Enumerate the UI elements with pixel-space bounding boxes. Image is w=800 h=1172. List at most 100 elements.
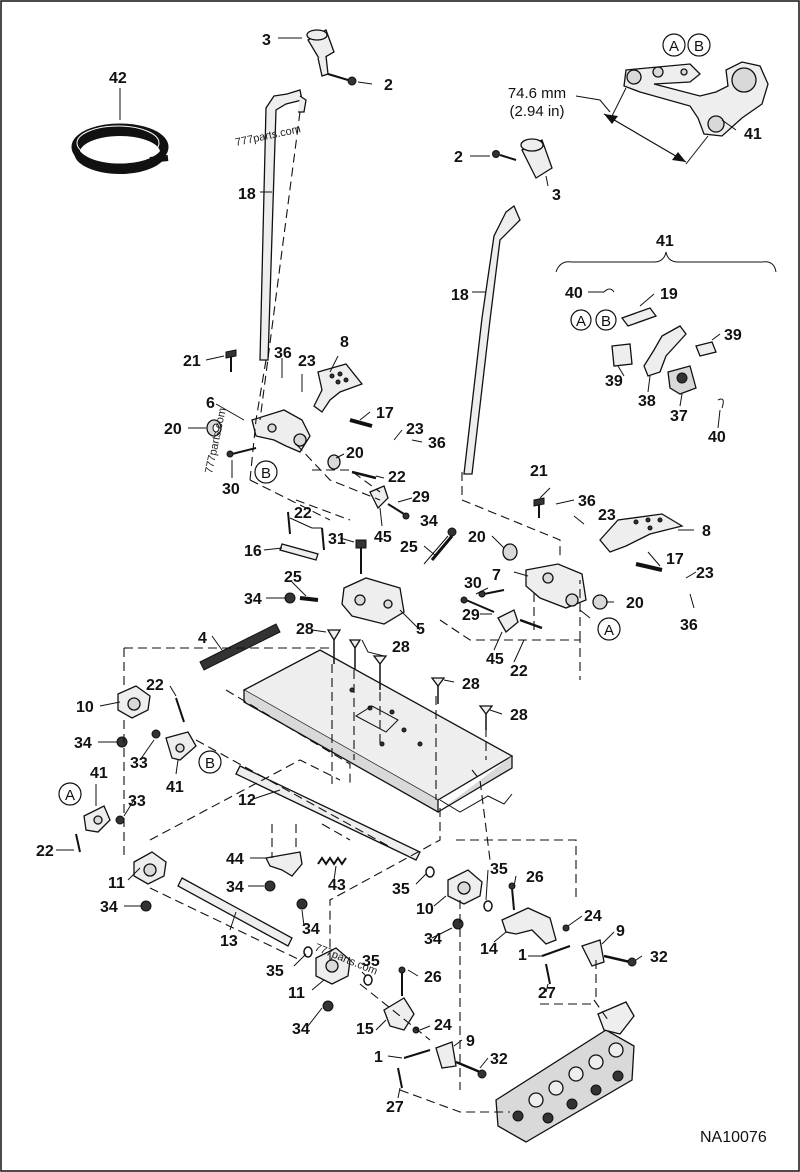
pin-part-39-lower[interactable] [611,343,633,367]
hydraulic-valve-block[interactable] [495,1001,635,1143]
washer-part-24-b[interactable] [412,1026,420,1034]
bolt-part-30-left[interactable] [226,447,257,458]
screw-part-2-right[interactable] [492,150,517,161]
callout-1-b: 1 [374,1049,383,1066]
lever-bracket-part-6[interactable] [251,409,311,453]
bolt-part-30-right[interactable] [478,589,505,598]
callout-36-right: 36 [680,617,698,634]
linkage-part-41-lower[interactable] [83,805,111,833]
bolt-part-26-b[interactable] [398,966,406,996]
left-handle-rod-part-18[interactable] [259,89,307,361]
valve-bracket-part-5[interactable] [341,577,405,625]
pin-part-27-a[interactable] [545,963,551,985]
bolt-part-32-a[interactable] [603,954,637,967]
nut-part-34-f[interactable] [322,1000,334,1012]
watermark-left: 777parts.com [203,407,229,475]
nut-part-34-e[interactable] [452,918,464,930]
pin-part-27-b[interactable] [397,1067,403,1089]
clip-part-40-upper[interactable] [603,288,615,293]
stud-part-28-b[interactable] [348,639,362,670]
linkage-detail-top-right[interactable] [623,61,769,137]
shaft-part-16[interactable] [279,511,325,561]
pin-part-22-b[interactable] [75,833,81,853]
nut-part-34-c[interactable] [264,880,276,892]
callout-27-b: 27 [386,1099,404,1116]
bushing-part-20-right-b[interactable] [592,594,608,610]
foot-pedal-part-8-right[interactable] [599,513,684,553]
callout-9-a: 9 [616,923,625,940]
lever-bracket-part-7[interactable] [525,563,587,609]
bolt-part-21-left[interactable] [225,349,237,372]
mounting-plate[interactable] [242,649,514,814]
left-handle-grip-part-3[interactable] [306,29,335,77]
right-handle-rod-part-18[interactable] [463,204,521,475]
linkage-part-45-lower[interactable] [497,609,519,633]
clip-part-40-lower[interactable] [717,398,724,409]
pin-part-22-upper[interactable] [351,470,377,480]
hose-coil-part-42[interactable] [71,123,169,174]
nut-part-34-a[interactable] [116,736,128,748]
pin-part-1-a[interactable] [541,945,571,957]
nut-part-34-left[interactable] [284,592,296,604]
shaft-part-12[interactable] [235,765,421,861]
linkage-part-45-upper[interactable] [369,485,389,510]
pin-part-22-a[interactable] [175,697,185,723]
nut-part-33-a[interactable] [151,729,161,739]
callout-41-brace: 41 [656,233,674,250]
washer-part-35-a[interactable] [425,866,435,878]
pin-part-17-right[interactable] [635,562,663,572]
shaft-part-13[interactable] [177,877,293,947]
washer-part-24-a[interactable] [562,924,570,932]
pillow-block-part-11-right[interactable] [315,947,351,985]
pin-part-17-left[interactable] [349,418,373,428]
bushing-part-20-left-a[interactable] [206,419,222,437]
bushing-part-20-left-b[interactable] [327,454,341,470]
pin-part-1-b[interactable] [403,1049,431,1059]
pin-part-39-upper[interactable] [695,341,717,357]
clevis-part-9-b[interactable] [435,1041,457,1069]
lever-part-14[interactable] [501,907,557,945]
pillow-block-part-10-left[interactable] [117,685,151,719]
pillow-block-part-10-right[interactable] [447,869,483,905]
nut-part-34-b[interactable] [140,900,152,912]
callout-34-left: 34 [244,591,262,608]
pivot-arm-part-38[interactable] [643,325,687,377]
spring-part-43[interactable] [317,856,347,866]
screw-part-2-left[interactable] [327,73,357,86]
foot-pedal-part-8-left[interactable] [313,363,364,413]
nut-part-33-b[interactable] [115,815,125,825]
callout-3-left: 3 [262,32,271,49]
washer-part-35-b[interactable] [483,900,493,912]
callout-23-right: 23 [696,565,714,582]
lever-part-15[interactable] [383,997,415,1031]
right-handle-grip-part-3[interactable] [520,138,553,179]
washer-part-35-d[interactable] [363,974,373,986]
screw-part-31[interactable] [355,539,367,574]
svg-text:A: A [576,313,586,330]
clevis-part-9-a[interactable] [581,939,605,967]
spacer-part-25-left[interactable] [299,596,319,602]
bolt-part-21-right[interactable] [533,497,545,518]
link-plate-part-19[interactable] [620,307,658,327]
stud-part-28-c[interactable] [372,655,388,690]
callout-29-lower: 29 [462,607,480,624]
spacer-part-25-right[interactable] [430,535,454,561]
linkage-part-41-left[interactable] [165,731,197,761]
stud-part-28-d[interactable] [430,677,446,704]
bolt-part-29-lower[interactable] [460,596,495,613]
nut-part-34-d[interactable] [296,898,308,910]
gasket-strip-part-4[interactable] [199,623,281,671]
nut-part-34-upper[interactable] [447,527,457,537]
spring-bracket-part-44[interactable] [265,851,303,877]
bolt-part-29-upper[interactable] [387,503,410,520]
pin-part-22-right[interactable] [519,618,543,630]
bushing-part-20-right-a[interactable] [502,543,518,561]
ball-joint-part-37[interactable] [667,365,697,395]
pillow-block-part-11-left[interactable] [133,851,167,885]
bolt-part-26-a[interactable] [508,882,516,911]
callout-34-a: 34 [74,735,92,752]
stud-part-28-a[interactable] [326,629,342,664]
bolt-part-32-b[interactable] [455,1060,487,1079]
stud-part-28-e[interactable] [478,705,494,730]
callout-16: 16 [244,543,262,560]
